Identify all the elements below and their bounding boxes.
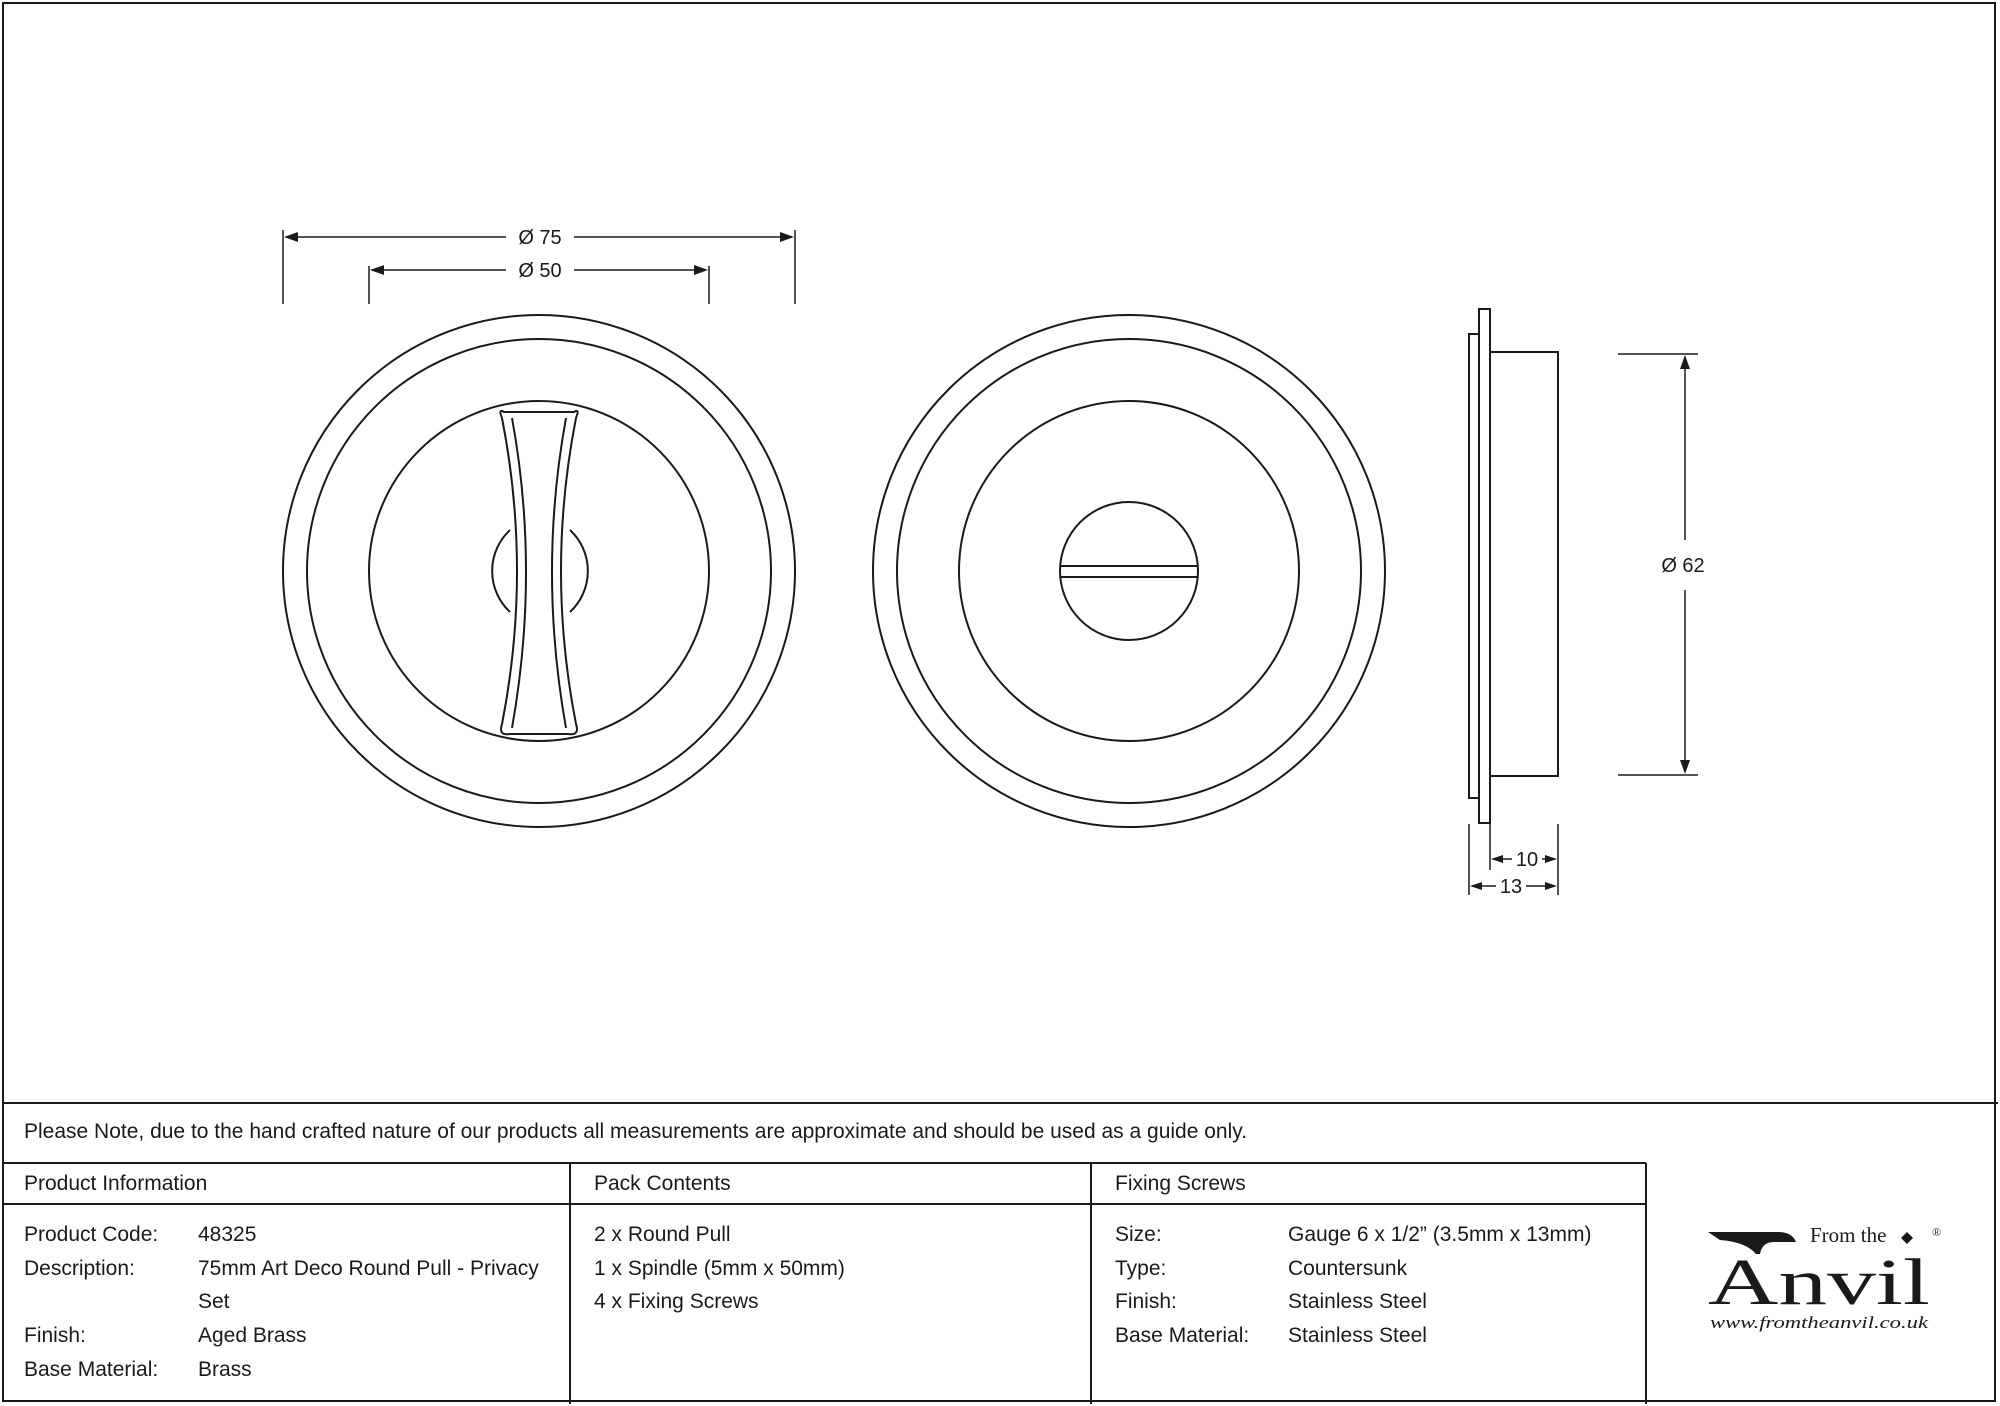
anvil-icon bbox=[1708, 1232, 1796, 1254]
dim-depth-body: 10 bbox=[1516, 849, 1538, 871]
side-backplate bbox=[1468, 333, 1480, 799]
outer-rose-ring bbox=[872, 314, 1386, 828]
product-code-value: 48325 bbox=[198, 1223, 257, 1246]
product-code-label: Product Code: bbox=[24, 1223, 159, 1246]
inner-rose-ring bbox=[306, 338, 772, 804]
recess-circle bbox=[958, 400, 1300, 742]
dim-inner-diameter: Ø 50 bbox=[518, 260, 561, 282]
screw-base-material-label: Base Material: bbox=[1115, 1324, 1250, 1347]
side-view bbox=[1468, 308, 1559, 824]
front-view-turn bbox=[872, 314, 1386, 828]
side-flange bbox=[1478, 308, 1491, 824]
dim-side-diameter: Ø 62 bbox=[1661, 555, 1704, 577]
screw-type-value: Countersunk bbox=[1288, 1257, 1408, 1280]
outer-rose-ring bbox=[282, 314, 796, 828]
diamond-icon bbox=[1901, 1232, 1913, 1244]
logo-tagline: From the bbox=[1810, 1223, 1886, 1247]
fixing-screws-title: Fixing Screws bbox=[1115, 1172, 1246, 1195]
base-material-value: Brass bbox=[198, 1358, 252, 1381]
screw-type-label: Type: bbox=[1115, 1257, 1167, 1280]
logo-name: Anvil bbox=[1708, 1246, 1930, 1319]
logo-url: www.fromtheanvil.co.uk bbox=[1710, 1313, 1929, 1332]
turn-disc bbox=[1059, 501, 1199, 641]
base-material-label: Base Material: bbox=[24, 1358, 159, 1381]
description-label: Description: bbox=[24, 1257, 135, 1280]
side-body bbox=[1489, 351, 1559, 777]
screw-base-material-value: Stainless Steel bbox=[1288, 1324, 1427, 1347]
dimension-lines bbox=[282, 230, 1698, 895]
spindle-boss-right bbox=[569, 529, 589, 613]
screw-finish-value: Stainless Steel bbox=[1288, 1290, 1427, 1313]
pack-contents-title: Pack Contents bbox=[594, 1172, 731, 1195]
front-view-handle bbox=[282, 314, 796, 828]
finish-label: Finish: bbox=[24, 1324, 86, 1347]
recess-circle bbox=[368, 400, 710, 742]
pack-item: 2 x Round Pull bbox=[594, 1223, 731, 1246]
spindle-boss-left bbox=[491, 529, 511, 613]
measurement-disclaimer: Please Note, due to the hand crafted nat… bbox=[24, 1120, 1248, 1143]
handle-inner-line-left bbox=[511, 417, 527, 729]
description-value: 75mm Art Deco Round Pull - Privacy bbox=[198, 1257, 539, 1280]
product-info-title: Product Information bbox=[24, 1172, 208, 1195]
screw-size-label: Size: bbox=[1115, 1223, 1162, 1246]
screw-finish-label: Finish: bbox=[1115, 1290, 1177, 1313]
dim-depth-total: 13 bbox=[1500, 876, 1522, 898]
dim-outer-diameter: Ø 75 bbox=[518, 227, 561, 249]
handle-grip bbox=[499, 409, 579, 736]
handle-inner-line-right bbox=[551, 417, 567, 729]
from-the-anvil-logo: From the ® Anvil www.fromtheanvil.co.uk bbox=[1708, 1223, 1941, 1332]
registered-mark: ® bbox=[1932, 1225, 1941, 1239]
description-value-cont: Set bbox=[198, 1290, 230, 1313]
pack-item: 1 x Spindle (5mm x 50mm) bbox=[594, 1257, 845, 1280]
pack-item: 4 x Fixing Screws bbox=[594, 1290, 759, 1313]
dimension-arrows bbox=[284, 232, 1690, 890]
screw-size-value: Gauge 6 x 1/2” (3.5mm x 13mm) bbox=[1288, 1223, 1592, 1246]
inner-rose-ring bbox=[896, 338, 1362, 804]
finish-value: Aged Brass bbox=[198, 1324, 307, 1347]
